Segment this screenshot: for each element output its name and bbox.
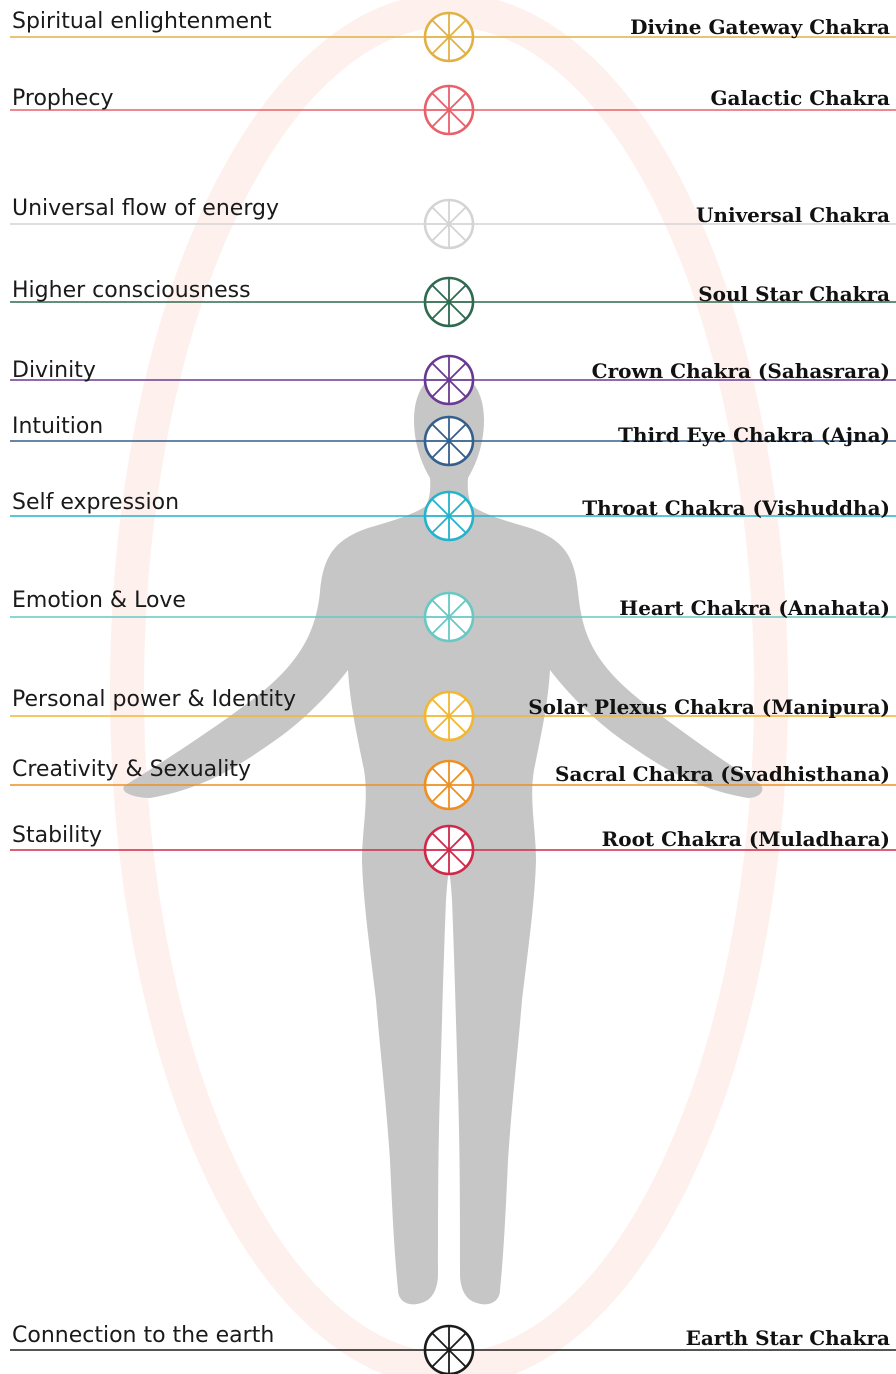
chakra-name-label: Third Eye Chakra (Ajna) [618,423,890,447]
chakra-meaning-label: Emotion & Love [12,588,186,613]
chakra-meaning-label: Intuition [12,414,103,439]
chakra-name-label: Throat Chakra (Vishuddha) [582,496,890,520]
chakra-meaning-label: Self expression [12,490,179,515]
crown-chakra-wheel-icon [425,356,473,404]
chakra-row-galactic-chakra: Prophecy Galactic Chakra [10,86,896,134]
chakra-name-label: Divine Gateway Chakra [630,15,890,39]
chakra-name-label: Solar Plexus Chakra (Manipura) [528,695,890,719]
chakra-row-divine-gateway-chakra: Spiritual enlightenment Divine Gateway Ch… [10,9,896,61]
chakra-meaning-label: Higher consciousness [12,278,251,303]
chakra-meaning-label: Stability [12,823,102,848]
chakra-meaning-label: Personal power & Identity [12,687,296,712]
chakra-meaning-label: Spiritual enlightenment [12,9,272,34]
chakra-name-label: Crown Chakra (Sahasrara) [592,359,890,383]
chakra-row-earth-star-chakra: Connection to the earth Earth Star Chakra [10,1323,896,1374]
chakra-name-label: Heart Chakra (Anahata) [619,596,890,620]
chakra-name-label: Universal Chakra [696,203,890,227]
chakra-meaning-label: Divinity [12,358,96,383]
sacral-chakra-wheel-icon [425,761,473,809]
chakra-name-label: Earth Star Chakra [686,1326,890,1350]
chakra-row-universal-chakra: Universal flow of energy Universal Chakra [10,196,896,248]
soul-star-chakra-wheel-icon [425,278,473,326]
chakra-meaning-label: Universal flow of energy [12,196,279,221]
throat-chakra-wheel-icon [425,492,473,540]
divine-gateway-chakra-wheel-icon [425,13,473,61]
galactic-chakra-wheel-icon [425,86,473,134]
heart-chakra-wheel-icon [425,593,473,641]
third-eye-chakra-wheel-icon [425,417,473,465]
chakra-meaning-label: Prophecy [12,86,113,111]
chakra-meaning-label: Connection to the earth [12,1323,274,1348]
chakra-name-label: Sacral Chakra (Svadhisthana) [555,762,890,786]
universal-chakra-wheel-icon [425,200,473,248]
chakra-name-label: Galactic Chakra [710,86,890,110]
chakra-name-label: Root Chakra (Muladhara) [602,827,890,851]
earth-star-chakra-wheel-icon [425,1326,473,1374]
chakra-name-label: Soul Star Chakra [698,282,890,306]
root-chakra-wheel-icon [425,826,473,874]
chakra-row-soul-star-chakra: Higher consciousness Soul Star Chakra [10,278,896,326]
solar-plexus-chakra-wheel-icon [425,692,473,740]
chakra-meaning-label: Creativity & Sexuality [12,757,251,782]
